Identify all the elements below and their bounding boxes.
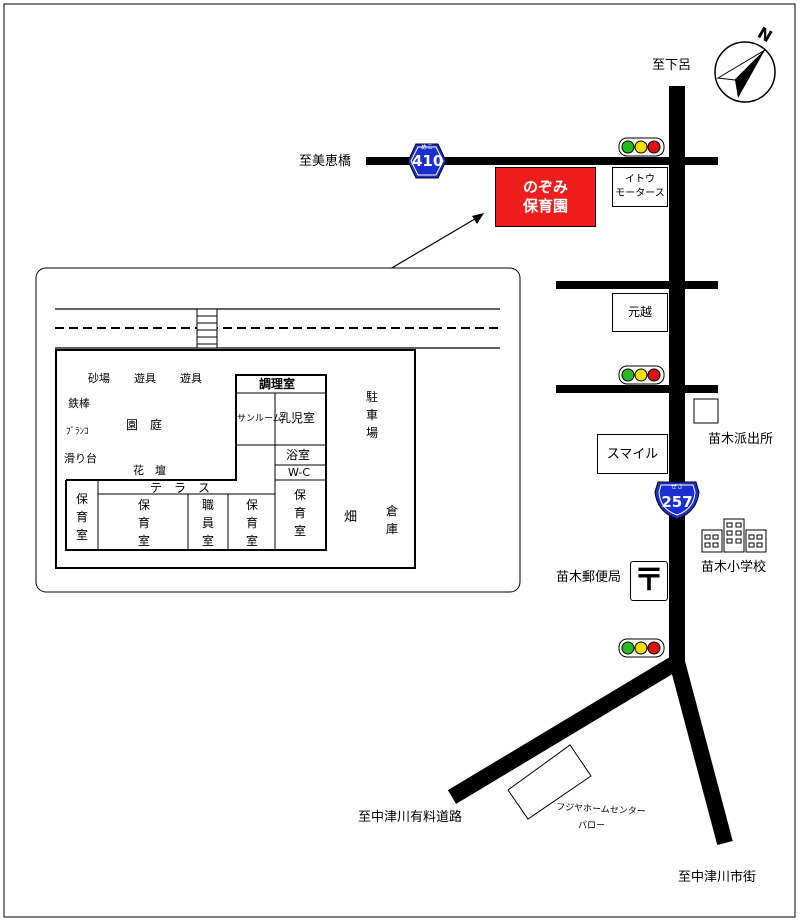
- post-office-label: 苗木郵便局: [556, 570, 622, 585]
- direction-toll-road: 至中津川有料道路: [358, 810, 463, 825]
- inset-classroom-char: 保: [293, 488, 306, 502]
- direction-city: 至中津川市街: [678, 870, 757, 885]
- inset-bathroom: 浴室: [286, 448, 311, 462]
- police-box-icon: [693, 398, 719, 424]
- traffic-signal-icon: [618, 137, 665, 157]
- direction-north: 至下呂: [652, 58, 692, 73]
- fujiya-label-line2: パロー: [578, 821, 606, 831]
- inset-storage: 倉 庫: [380, 502, 404, 538]
- inset-parking-char: 場: [365, 426, 378, 440]
- fujiya-building: [507, 744, 592, 820]
- inset-classroom-char: 室: [75, 528, 88, 542]
- school-icon: [701, 518, 767, 553]
- inset-parking-char: 車: [365, 408, 378, 422]
- inset-flowerbed: 花 壇: [133, 464, 166, 477]
- inset-classroom-char: 室: [245, 534, 258, 548]
- nursery-name-line2: 保育園: [522, 197, 568, 215]
- compass-icon: [714, 41, 776, 103]
- route-410-number: 410: [412, 152, 444, 170]
- inset-parking: 駐 車 場: [360, 388, 384, 442]
- inset-toilet: W-C: [288, 466, 311, 479]
- route-410-furigana: めこ: [420, 144, 433, 151]
- inset-slide: 滑り台: [64, 452, 97, 465]
- inset-garden: 園 庭: [126, 418, 163, 432]
- inset-classroom-char: 育: [137, 516, 150, 530]
- inset-classroom-char: 保: [137, 498, 150, 512]
- inset-layout: [35, 267, 521, 593]
- route-257-shield-icon: [654, 481, 700, 520]
- inset-infant-room: 乳児室: [279, 411, 316, 425]
- inset-classroom-char: 保: [75, 492, 88, 506]
- inset-kitchen: 調理室: [259, 377, 296, 391]
- route-257-number: 257: [661, 493, 693, 511]
- inset-staff-char: 員: [201, 516, 214, 530]
- inset-classroom-char: 育: [293, 506, 306, 520]
- inset-staff-room: 職 員 室: [196, 496, 220, 550]
- ito-motors-line2: モータース: [615, 188, 665, 199]
- inset-playground-2: 遊具: [180, 372, 202, 385]
- inset-classroom-3: 保 育 室: [240, 496, 264, 550]
- inset-playground-1: 遊具: [134, 372, 156, 385]
- inset-classroom-char: 室: [137, 534, 150, 548]
- inset-classroom-1: 保 育 室: [70, 490, 94, 544]
- inset-classroom-char: 室: [293, 524, 306, 538]
- nozomi-nursery-marker[interactable]: のぞみ 保育園: [495, 167, 596, 227]
- police-box-label: 苗木派出所: [708, 432, 774, 447]
- ito-motors: イトウ モータース: [612, 167, 668, 207]
- map-frame: [3, 3, 796, 918]
- nursery-name-line1: のぞみ: [522, 178, 568, 196]
- inset-sandbox: 砂場: [88, 372, 110, 385]
- inset-parking-char: 駐: [365, 390, 378, 404]
- inset-classroom-char: 保: [245, 498, 258, 512]
- inset-pointer-arrowhead: [472, 213, 484, 224]
- inset-swing: ﾌﾞﾗﾝｺ: [66, 427, 89, 437]
- smile-store: スマイル: [597, 434, 668, 474]
- inset-classroom-2: 保 育 室: [132, 496, 156, 550]
- post-office-icon: 〒: [630, 561, 668, 601]
- route-410-shield-icon: [407, 143, 447, 179]
- school-label: 苗木小学校: [701, 560, 767, 575]
- traffic-signal-icon: [618, 638, 665, 658]
- motokoshi: 元越: [612, 293, 668, 332]
- inset-classroom-char: 育: [245, 516, 258, 530]
- inset-storage-char: 庫: [385, 522, 398, 536]
- inset-classroom-4: 保 育 室: [288, 486, 312, 540]
- inset-classroom-char: 育: [75, 510, 88, 524]
- route-257-furigana: ぜさ: [670, 484, 683, 491]
- inset-sunroom: サンルーム: [237, 414, 282, 424]
- inset-field: 畑: [344, 510, 358, 525]
- inset-staff-char: 室: [201, 534, 214, 548]
- direction-west: 至美恵橋: [299, 154, 352, 169]
- traffic-signal-icon: [618, 365, 665, 385]
- road-to-toll: [447, 655, 682, 804]
- inset-staff-char: 職: [201, 498, 214, 512]
- inset-iron-bar: 鉄棒: [68, 397, 90, 410]
- inset-terrace: テ ラ ス: [150, 481, 211, 495]
- road-to-city: [669, 659, 733, 846]
- inset-pointer-line: [389, 215, 481, 270]
- inset-storage-char: 倉: [385, 504, 398, 518]
- ito-motors-line1: イトウ: [625, 174, 655, 185]
